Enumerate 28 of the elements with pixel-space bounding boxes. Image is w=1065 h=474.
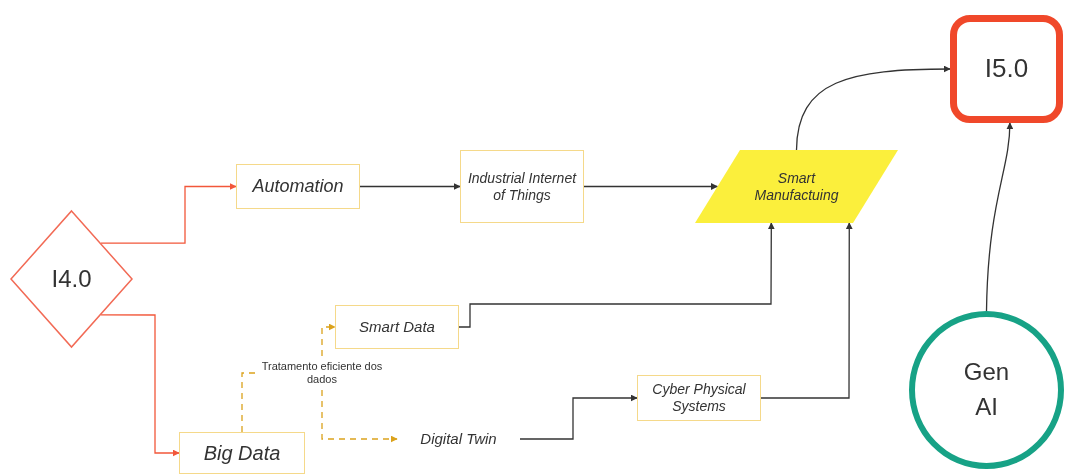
node-label: I5.0: [984, 53, 1029, 85]
arrow: [795, 65, 951, 151]
rounded-box: [950, 15, 1063, 123]
node-label: I4.0: [51, 264, 92, 294]
node-label: Big Data: [203, 441, 281, 465]
node-label: Industrial Internet of Things: [467, 169, 577, 204]
node-label: Smart Data: [359, 318, 435, 336]
node-label: Cyber Physical Systems: [651, 381, 747, 415]
process-box: [335, 305, 459, 349]
arrow: [519, 394, 638, 440]
arrow: [760, 222, 853, 399]
note-text: Tratamento eficiente dos dados: [260, 359, 384, 387]
arrow: [321, 389, 398, 443]
arrow: [458, 222, 775, 328]
arrow: [100, 183, 237, 244]
node-text: Digital Twin: [420, 430, 497, 448]
process-box: [236, 164, 360, 209]
arrow: [321, 323, 336, 357]
process-box: [179, 432, 305, 474]
arrow: [985, 122, 1014, 312]
process-box: [637, 375, 761, 421]
node-label: Smart Manufactuing: [753, 169, 840, 204]
node-label: Automation: [252, 175, 344, 198]
arrow: [100, 314, 180, 457]
process-box: [460, 150, 584, 223]
arrow: [359, 183, 461, 190]
node-label: Gen AI: [962, 357, 1011, 422]
arrow: [583, 183, 719, 190]
